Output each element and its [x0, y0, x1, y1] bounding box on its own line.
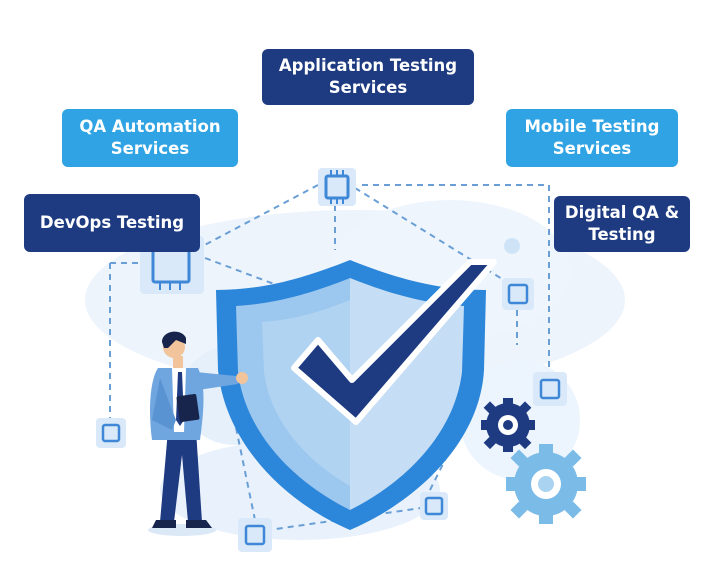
gear-icon	[506, 444, 586, 524]
label-application-testing: Application Testing Services	[262, 49, 474, 105]
label-devops-testing: DevOps Testing	[24, 194, 200, 252]
label-qa-automation: QA Automation Services	[62, 109, 238, 167]
chip-icon	[96, 418, 126, 448]
person-figure	[148, 331, 248, 536]
chip-icon	[420, 492, 448, 520]
gear-icon	[481, 398, 535, 452]
label-digital-qa: Digital QA & Testing	[554, 196, 690, 252]
chip-icon	[318, 168, 356, 206]
chip-icon	[533, 372, 567, 406]
chip-icon	[502, 278, 534, 310]
label-mobile-testing: Mobile Testing Services	[506, 109, 678, 167]
checkmark-icon	[291, 259, 497, 425]
chip-icon	[238, 518, 272, 552]
